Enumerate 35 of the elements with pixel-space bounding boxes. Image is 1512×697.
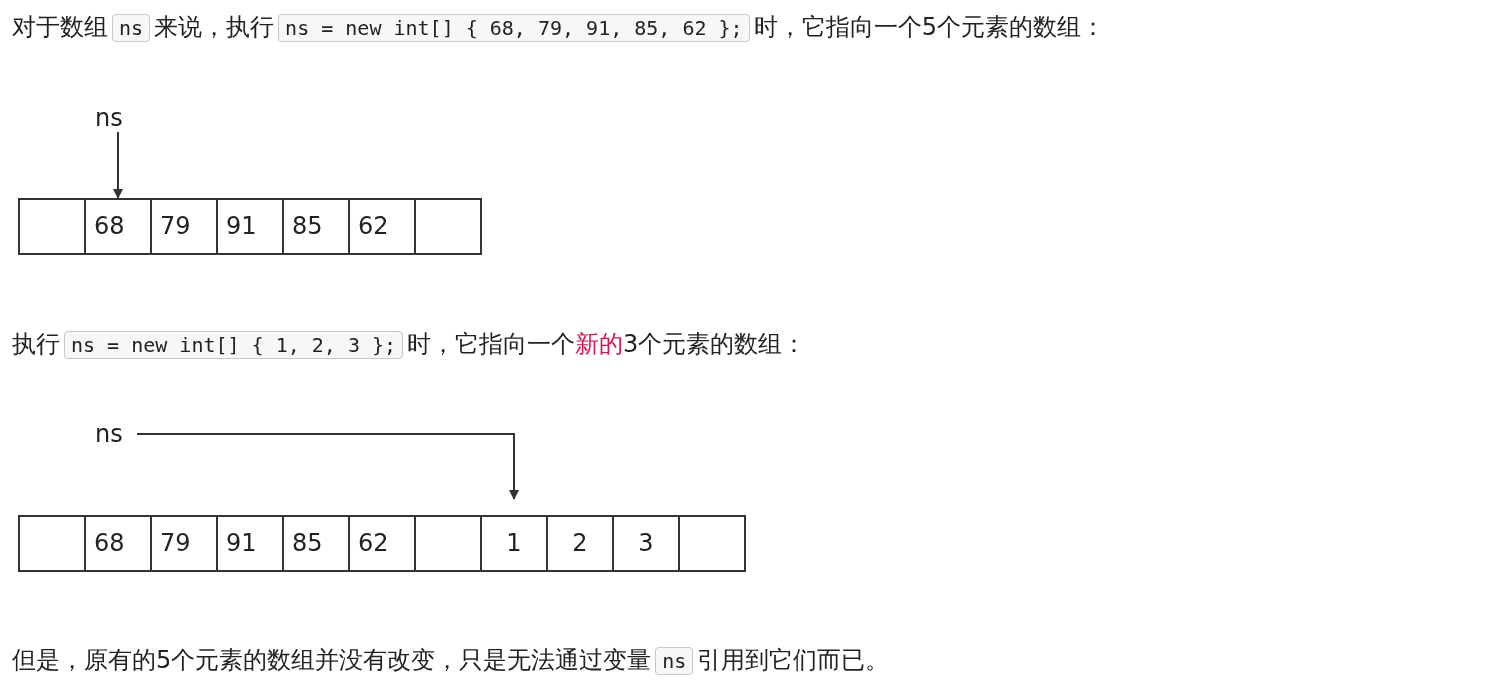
array-cell: 85 [282, 515, 350, 572]
array-cell [18, 198, 86, 255]
code-snippet: ns [112, 14, 151, 42]
paragraph-text: 对于数组 [12, 13, 108, 41]
highlighted-text: 新的 [575, 330, 624, 358]
array-cell [18, 515, 86, 572]
paragraph-text: 3个元素的数组： [623, 330, 807, 358]
array-cell: 62 [348, 515, 416, 572]
paragraph-text: 执行 [12, 330, 60, 358]
array-cell: 91 [216, 198, 284, 255]
arrow [113, 131, 123, 199]
array-cell: 68 [84, 515, 152, 572]
array-cell: 1 [480, 515, 548, 572]
array-cell: 3 [612, 515, 680, 572]
paragraph-text: 来说，执行 [154, 13, 275, 41]
paragraph-text: 时，它指向一个5个元素的数组： [753, 13, 1105, 41]
code-snippet: ns = new int[] { 1, 2, 3 }; [64, 331, 404, 359]
paragraph-text: 引用到它们而已。 [697, 646, 890, 674]
array-cell: 91 [216, 515, 284, 572]
array-cell: 68 [84, 198, 152, 255]
array-cell [414, 515, 482, 572]
variable-label: ns [95, 420, 123, 448]
code-snippet: ns = new int[] { 68, 79, 91, 85, 62 }; [278, 14, 750, 42]
array-cell: 79 [150, 515, 218, 572]
array-cell: 62 [348, 198, 416, 255]
array-cell: 85 [282, 198, 350, 255]
array-cell: 79 [150, 198, 218, 255]
code-snippet: ns [655, 647, 694, 675]
variable-label: ns [95, 104, 123, 132]
paragraph-text: 但是，原有的5个元素的数组并没有改变，只是无法通过变量 [12, 646, 652, 674]
array-cell [678, 515, 746, 572]
arrow [136, 433, 519, 500]
array-cell [414, 198, 482, 255]
array-cell: 2 [546, 515, 614, 572]
paragraph-text: 时，它指向一个 [407, 330, 576, 358]
